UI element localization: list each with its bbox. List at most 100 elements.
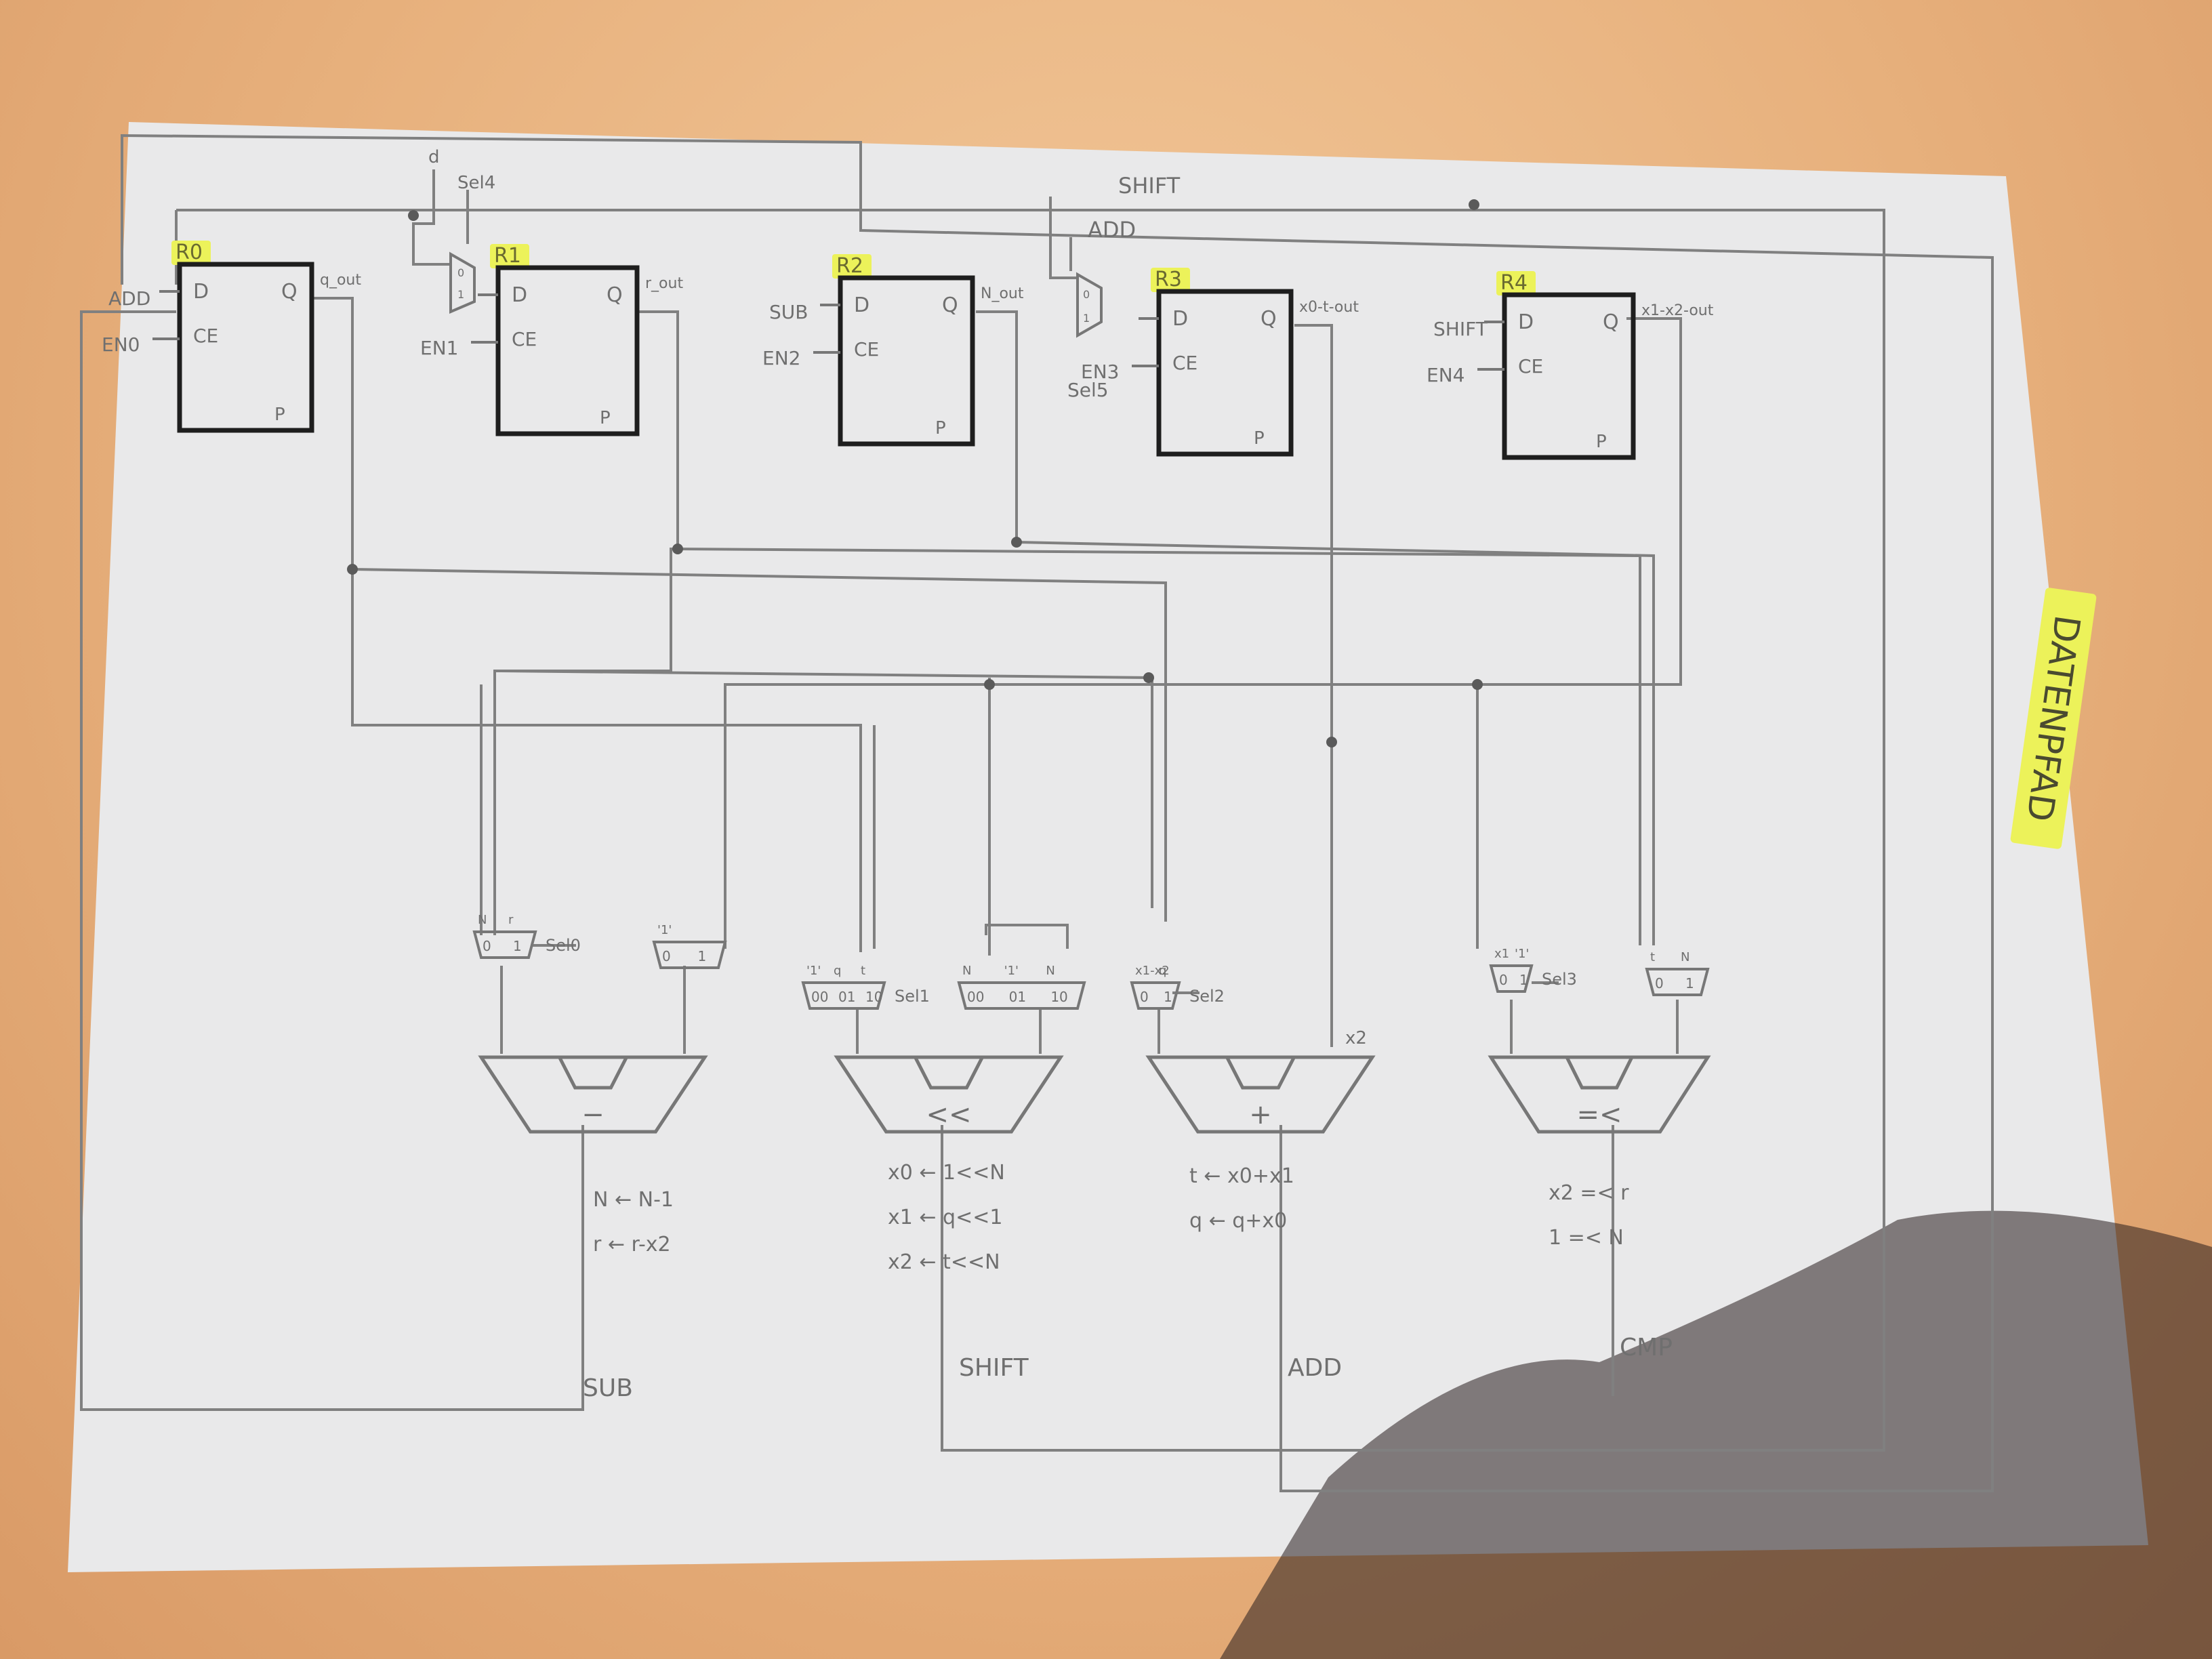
mux-input-label: q	[1159, 964, 1166, 978]
alu-operator: +	[1249, 1099, 1272, 1130]
alu-bus-label: CMP	[1620, 1334, 1673, 1361]
mux-input-label: '1'	[1004, 964, 1019, 978]
register-output-label: q_out	[320, 272, 361, 289]
mux-port-label: 00	[811, 989, 828, 1005]
register-d-port: D	[512, 283, 527, 307]
register-ce-port: CE	[193, 325, 218, 347]
register-q-port: Q	[1261, 307, 1277, 331]
alu-operation-text: r ← r-x2	[593, 1233, 671, 1256]
register-box	[1502, 292, 1636, 460]
register-enable-label: EN0	[102, 333, 140, 356]
mux-port-label: 00	[967, 989, 984, 1005]
mux-select-label: Sel0	[546, 936, 581, 955]
mux-sel4-port-1: 1	[457, 288, 464, 301]
mux-input-label: x1-x2	[1135, 964, 1170, 978]
register-ce-port: CE	[1172, 352, 1197, 374]
register-ce-port: CE	[854, 338, 879, 361]
mux-input-label: N	[962, 964, 971, 978]
mux-port-label: 0	[483, 938, 491, 954]
mux-body	[957, 981, 1086, 1010]
mux-sel4-input: d	[428, 147, 440, 167]
mux-input-label: N	[1046, 964, 1054, 978]
alu-operator: =<	[1576, 1099, 1622, 1130]
mux-input-label: N	[1681, 950, 1689, 964]
mux-body	[1130, 981, 1181, 1010]
mux-port-label: 0	[1655, 975, 1664, 991]
register-input-label: SUB	[769, 301, 808, 323]
register-highlight	[1151, 268, 1190, 292]
register-highlight	[832, 254, 872, 279]
register-name: R0	[176, 241, 203, 264]
register-enable-label: EN3	[1081, 361, 1119, 383]
register-q-port: Q	[607, 283, 623, 307]
register-q-port: Q	[281, 280, 298, 304]
register-p-port: P	[935, 418, 946, 438]
alu-operation-text: t ← x0+x1	[1189, 1164, 1294, 1188]
alu-notch	[1565, 1056, 1634, 1090]
alu-operation-text: N ← N-1	[593, 1188, 674, 1212]
register-box	[495, 265, 640, 436]
mux-input-label: x1	[1494, 947, 1509, 961]
register-name: R1	[494, 244, 521, 268]
mux-input-label: '1'	[1515, 947, 1529, 961]
alu-bus-label: SHIFT	[959, 1354, 1029, 1382]
alu-operation-text: x0 ← 1<<N	[888, 1161, 1005, 1185]
register-q-port: Q	[942, 293, 958, 317]
mux-port-label: 01	[838, 989, 855, 1005]
mux-sel5-port-0: 0	[1083, 288, 1090, 301]
mux-input-label: r	[508, 913, 514, 927]
register-output-label: x1-x2-out	[1641, 302, 1714, 319]
mux-port-label: 01	[1009, 989, 1026, 1005]
register-highlight	[490, 244, 529, 268]
mux-port-label: 10	[1050, 989, 1067, 1005]
register-ce-port: CE	[512, 328, 537, 350]
alu-notch	[1225, 1056, 1296, 1090]
register-output-label: r_out	[645, 275, 683, 292]
alu-operation-text: q ← q+x0	[1189, 1209, 1287, 1233]
mux-body	[1645, 968, 1710, 996]
register-output-label: N_out	[981, 285, 1024, 302]
mux-input-label: t	[1650, 950, 1655, 964]
alu-operation-text: x2 ← t<<N	[888, 1250, 1000, 1274]
register-p-port: P	[1254, 428, 1265, 449]
register-enable-label: EN1	[420, 337, 458, 359]
mux-input-label: t	[861, 964, 865, 978]
alu-body	[1488, 1055, 1711, 1134]
mux-sel4-select-label: Sel4	[457, 173, 495, 193]
alu-notch	[558, 1056, 628, 1090]
mux-select-label: Sel2	[1189, 987, 1225, 1006]
alu-notch	[914, 1056, 984, 1090]
mux-sel5: 0 1 Sel5	[1067, 272, 1109, 401]
alu-operation-text: x2 =< r	[1549, 1181, 1629, 1205]
register-name: R4	[1500, 271, 1528, 295]
mux-input-label: N	[478, 913, 487, 927]
mux-sel4-port-0: 0	[457, 266, 464, 279]
hand-shadow	[1220, 1210, 2212, 1659]
mux-sel4: 0 1 d Sel4	[428, 147, 495, 314]
register-d-port: D	[854, 293, 869, 317]
mux-body	[1489, 964, 1534, 993]
mux-port-label: 10	[865, 989, 882, 1005]
register-q-port: Q	[1603, 310, 1619, 334]
bottom-mux-4: 00 01 10 N '1' N	[957, 964, 1086, 1010]
alu-operator: −	[581, 1099, 605, 1130]
mux-port-label: 1	[513, 938, 522, 954]
mux-input-label: q	[834, 964, 841, 978]
mux-sel5-select-label: Sel5	[1067, 379, 1109, 401]
mux-port-label: 0	[662, 948, 671, 964]
alu-operation-text: x1 ← q<<1	[888, 1206, 1002, 1229]
mux-port-label: 0	[1499, 972, 1508, 988]
register-output-label: x0-t-out	[1299, 299, 1359, 316]
junction-dots	[347, 199, 1483, 747]
register-p-port: P	[600, 408, 611, 428]
